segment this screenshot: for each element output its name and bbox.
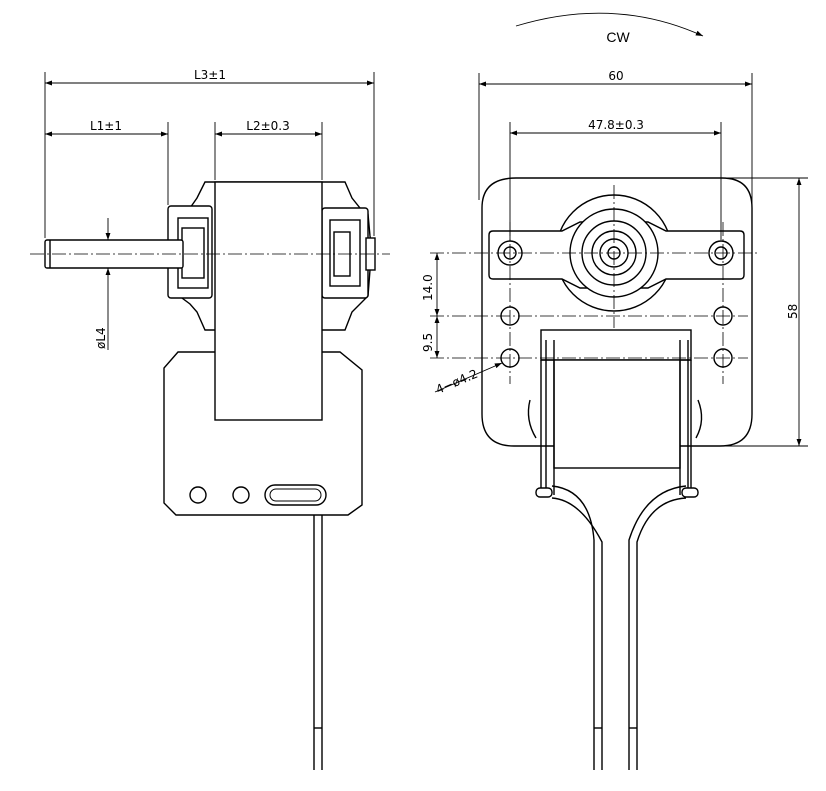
dim-l2-label: L2±0.3 bbox=[246, 119, 289, 133]
dim-l4: øL4 bbox=[94, 218, 111, 350]
dim-height-label: 58 bbox=[786, 304, 800, 319]
side-core bbox=[214, 181, 323, 421]
dim-l2: L2±0.3 bbox=[214, 119, 323, 180]
front-view: CW bbox=[421, 12, 808, 770]
dim-l3: L3±1 bbox=[44, 68, 375, 238]
dim-hole-spacing-label: 47.8±0.3 bbox=[588, 118, 644, 132]
side-bracket-hole-2 bbox=[232, 486, 250, 504]
dim-hole-spacing: 47.8±0.3 bbox=[509, 118, 722, 240]
dim-offset-9-5: 9.5 bbox=[421, 316, 440, 358]
side-bracket-slot bbox=[264, 484, 327, 506]
dim-width: 60 bbox=[478, 69, 753, 210]
side-bracket-hole-1 bbox=[189, 486, 207, 504]
dim-offset-9-5-label: 9.5 bbox=[421, 333, 435, 352]
front-coil bbox=[535, 329, 699, 498]
rotation-label: CW bbox=[606, 29, 630, 45]
side-view: L3±1 L1±1 L2±0.3 øL4 bbox=[30, 68, 390, 770]
side-lead-wires bbox=[313, 515, 323, 770]
dim-l1-label: L1±1 bbox=[90, 119, 122, 133]
dim-height: 58 bbox=[718, 177, 808, 447]
dim-l4-label: øL4 bbox=[94, 327, 108, 349]
dim-offset-14-label: 14.0 bbox=[421, 274, 435, 301]
front-lead-wires bbox=[551, 485, 687, 770]
dim-offset-14: 14.0 bbox=[421, 253, 440, 316]
dim-width-label: 60 bbox=[608, 69, 623, 83]
dim-mount-holes-label: 4−ø4.2 bbox=[434, 367, 480, 397]
dim-l3-label: L3±1 bbox=[194, 68, 226, 82]
rotation-arrow: CW bbox=[515, 12, 704, 45]
dim-l1: L1±1 bbox=[45, 119, 169, 205]
